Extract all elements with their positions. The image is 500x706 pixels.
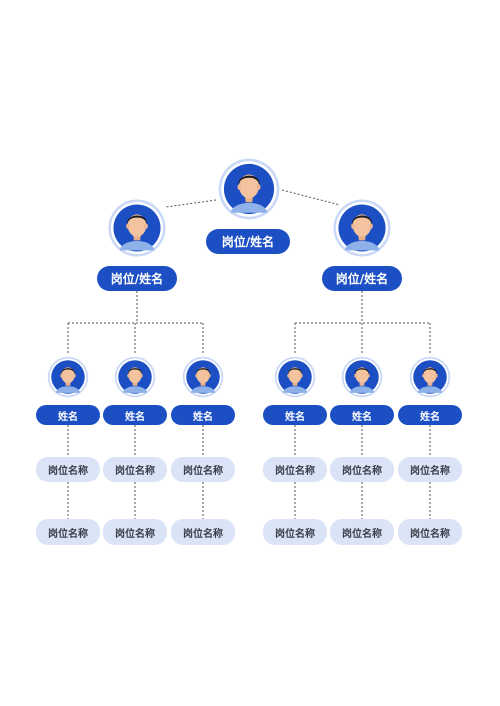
- member-avatar: [113, 355, 157, 399]
- member-avatar: [46, 355, 90, 399]
- position-pill: 岗位名称: [330, 457, 394, 482]
- top-avatar: [216, 156, 282, 222]
- person-avatar-icon: [331, 197, 393, 259]
- person-avatar-icon: [46, 355, 90, 399]
- member-avatar: [408, 355, 452, 399]
- position-pill: 岗位名称: [398, 457, 462, 482]
- position-pill: 岗位名称: [36, 457, 100, 482]
- connector-line: [281, 189, 341, 206]
- connector-line: [165, 199, 217, 208]
- person-avatar-icon: [216, 156, 282, 222]
- position-pill: 岗位名称: [263, 457, 327, 482]
- manager-title-pill: 岗位/姓名: [97, 266, 177, 291]
- member-name-pill: 姓名: [263, 405, 327, 425]
- person-avatar-icon: [340, 355, 384, 399]
- position-pill: 岗位名称: [103, 457, 167, 482]
- person-avatar-icon: [113, 355, 157, 399]
- position-pill: 岗位名称: [398, 519, 462, 545]
- position-pill: 岗位名称: [103, 519, 167, 545]
- position-pill: 岗位名称: [330, 519, 394, 545]
- position-pill: 岗位名称: [263, 519, 327, 545]
- member-name-pill: 姓名: [330, 405, 394, 425]
- member-avatar: [181, 355, 225, 399]
- person-avatar-icon: [181, 355, 225, 399]
- member-name-pill: 姓名: [171, 405, 235, 425]
- position-pill: 岗位名称: [36, 519, 100, 545]
- member-name-pill: 姓名: [103, 405, 167, 425]
- top-title-pill: 岗位/姓名: [206, 229, 290, 254]
- manager-avatar: [106, 197, 168, 259]
- member-name-pill: 姓名: [398, 405, 462, 425]
- manager-avatar: [331, 197, 393, 259]
- member-avatar: [273, 355, 317, 399]
- member-avatar: [340, 355, 384, 399]
- person-avatar-icon: [273, 355, 317, 399]
- position-pill: 岗位名称: [171, 519, 235, 545]
- member-name-pill: 姓名: [36, 405, 100, 425]
- person-avatar-icon: [408, 355, 452, 399]
- position-pill: 岗位名称: [171, 457, 235, 482]
- person-avatar-icon: [106, 197, 168, 259]
- manager-title-pill: 岗位/姓名: [322, 266, 402, 291]
